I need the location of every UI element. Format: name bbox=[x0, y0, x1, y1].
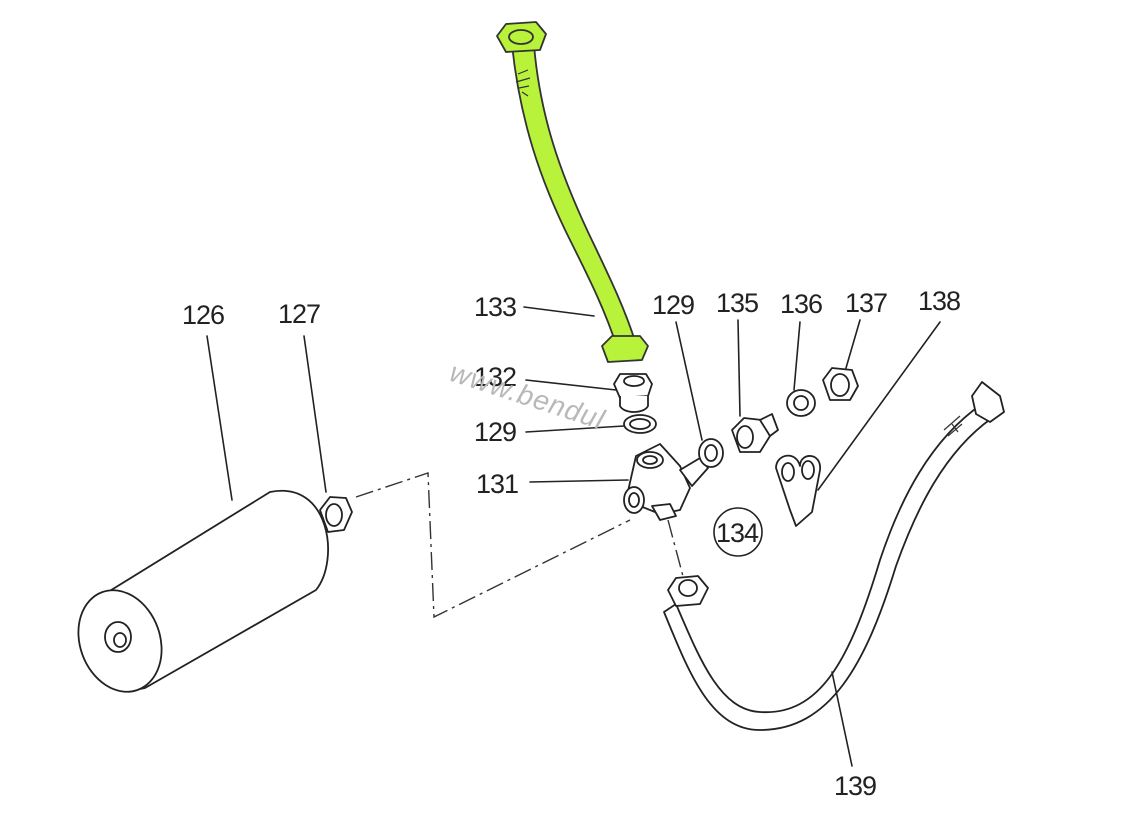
label-126: 126 bbox=[182, 300, 224, 330]
leader-129-left bbox=[525, 425, 625, 433]
callout-134-circle bbox=[713, 507, 763, 557]
label-137: 137 bbox=[845, 288, 887, 318]
leader-133 bbox=[523, 306, 595, 317]
part-126-cylinder bbox=[77, 489, 329, 693]
leader-135 bbox=[737, 319, 741, 417]
leader-132 bbox=[525, 379, 617, 391]
leader-126 bbox=[206, 335, 233, 501]
leader-139 bbox=[831, 671, 853, 767]
part-138-clip bbox=[775, 454, 821, 527]
leader-131 bbox=[529, 479, 629, 483]
part-129-washer-left bbox=[623, 414, 657, 434]
leader-137 bbox=[845, 319, 861, 369]
label-138: 138 bbox=[918, 286, 960, 316]
part-137-nut bbox=[822, 367, 859, 401]
part-127-nut bbox=[319, 496, 353, 533]
assembly-center-line-lower bbox=[667, 519, 685, 581]
part-139-hose bbox=[663, 381, 1005, 731]
label-135: 135 bbox=[716, 288, 758, 318]
label-127: 127 bbox=[278, 299, 320, 329]
part-133-highlighted-hose bbox=[496, 21, 649, 363]
leader-136 bbox=[793, 321, 801, 391]
label-131: 131 bbox=[476, 469, 518, 499]
label-134: 134 bbox=[716, 518, 759, 548]
leader-127 bbox=[303, 335, 327, 493]
part-135-union bbox=[731, 413, 779, 453]
leader-138 bbox=[817, 321, 941, 491]
leader-lines bbox=[206, 306, 941, 767]
label-139: 139 bbox=[834, 771, 876, 801]
label-129-right: 129 bbox=[652, 290, 694, 320]
part-129-washer-right bbox=[698, 438, 724, 468]
part-132-banjo-bolt bbox=[613, 373, 653, 413]
part-136-washer bbox=[786, 389, 816, 417]
label-133: 133 bbox=[474, 292, 516, 322]
assembly-center-line bbox=[355, 472, 631, 619]
leader-129-right bbox=[675, 321, 703, 441]
label-132: 132 bbox=[474, 362, 516, 392]
part-131-tee-fitting bbox=[623, 443, 709, 521]
label-136: 136 bbox=[780, 289, 822, 319]
label-129-left: 129 bbox=[474, 417, 516, 447]
watermark: www.bendul bbox=[446, 356, 609, 435]
